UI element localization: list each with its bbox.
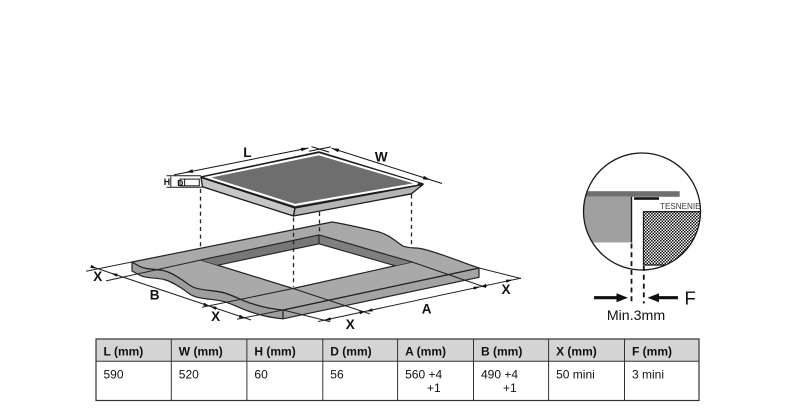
svg-text:Min.3mm: Min.3mm [607,308,665,324]
svg-text:3 mini: 3 mini [632,367,664,381]
svg-text:60: 60 [254,367,268,381]
svg-text:X: X [211,309,220,324]
svg-text:56: 56 [330,367,344,381]
svg-text:L: L [243,145,251,160]
svg-text:X: X [502,282,511,297]
svg-text:490 +4: 490 +4 [481,367,518,381]
svg-text:50 mini: 50 mini [556,367,595,381]
svg-text:A: A [422,302,432,317]
svg-text:H: H [164,177,170,187]
svg-text:A (mm): A (mm) [405,344,446,358]
svg-text:X: X [346,317,355,332]
svg-text:560 +4: 560 +4 [405,367,442,381]
svg-text:F: F [685,288,696,309]
svg-text:520: 520 [179,367,199,381]
svg-text:590: 590 [104,367,124,381]
svg-text:X: X [93,269,102,284]
svg-text:+1: +1 [427,381,441,395]
svg-text:+1: +1 [503,381,517,395]
svg-text:X (mm): X (mm) [556,344,597,358]
svg-text:F (mm): F (mm) [632,344,672,358]
svg-text:B (mm): B (mm) [481,344,522,358]
svg-text:W (mm): W (mm) [179,344,223,358]
svg-text:D: D [177,178,183,188]
svg-text:D (mm): D (mm) [330,344,371,358]
svg-text:W: W [375,149,388,164]
svg-text:TESNENIE: TESNENIE [660,202,701,211]
svg-text:H (mm): H (mm) [254,344,295,358]
svg-text:B: B [150,287,160,302]
svg-text:L (mm): L (mm) [104,344,144,358]
